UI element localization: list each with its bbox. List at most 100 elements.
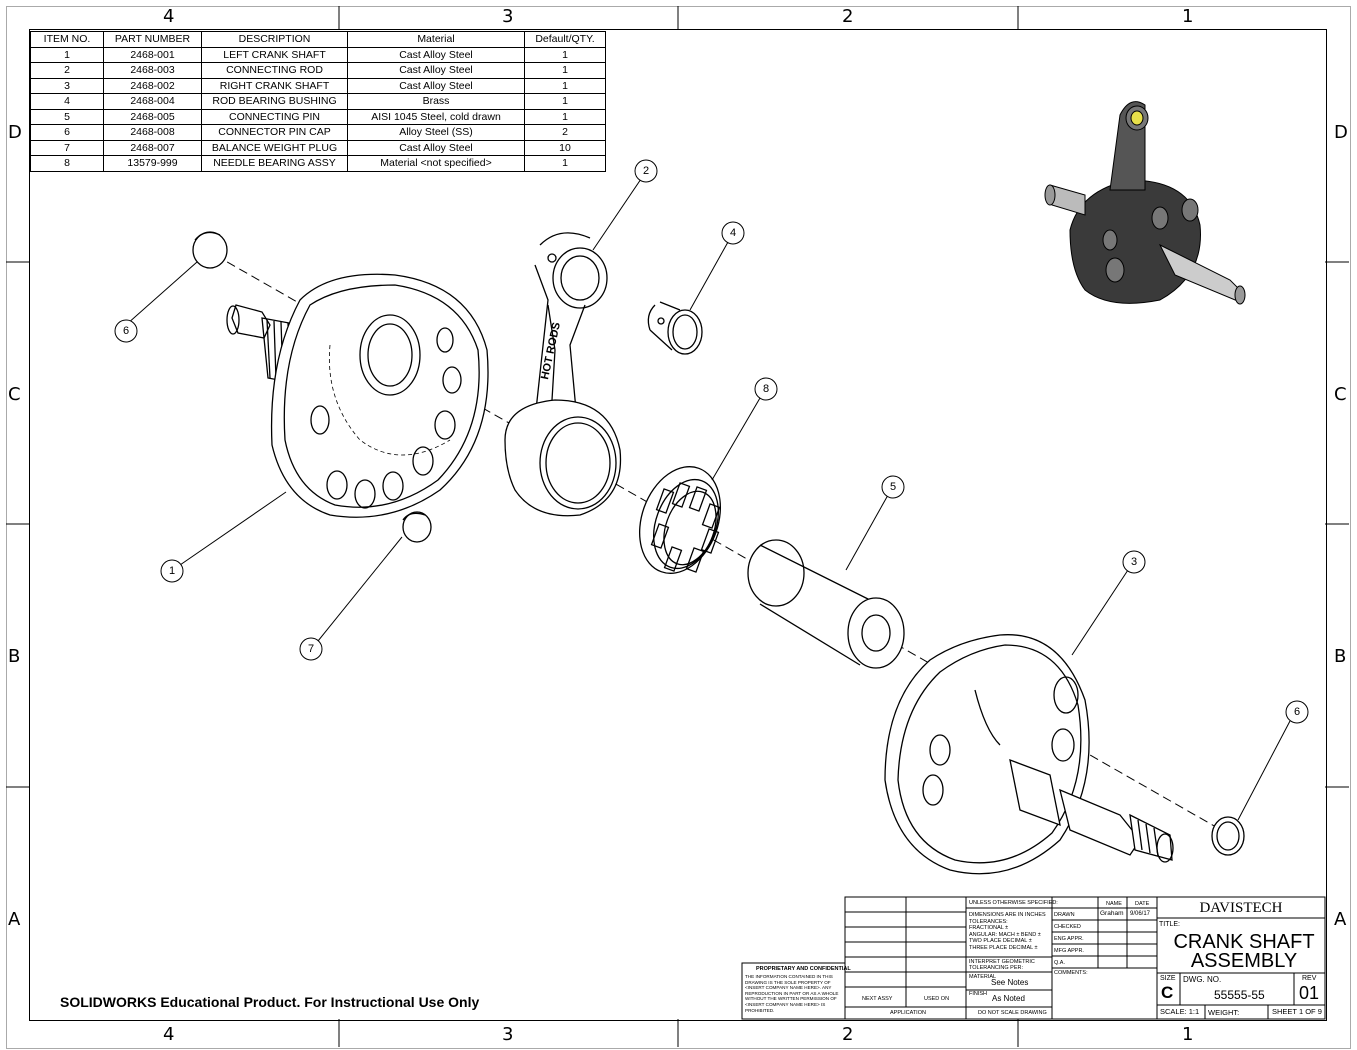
eng-appr-label: ENG APPR.	[1054, 936, 1084, 942]
fractional-tol: FRACTIONAL ±	[969, 925, 1009, 931]
drawing-title-line2: ASSEMBLY	[1190, 950, 1298, 972]
application-label: APPLICATION	[890, 1010, 926, 1016]
bom-cell: Material <not specified>	[347, 155, 525, 172]
material-label: MATERIAL	[969, 974, 997, 980]
balloon-2-label: 2	[642, 165, 650, 177]
bill-of-materials: ITEM NO. PART NUMBER DESCRIPTION Materia…	[30, 31, 606, 172]
next-assy-label: NEXT ASSY	[862, 996, 893, 1002]
zone-row-d-left: D	[8, 122, 22, 143]
bom-cell: 2468-002	[103, 77, 202, 94]
bom-cell: 13579-999	[103, 155, 202, 172]
dims-note: DIMENSIONS ARE IN INCHES	[969, 912, 1046, 918]
zone-col-1-top: 1	[1182, 6, 1194, 27]
balance-weight-plug	[402, 511, 432, 543]
weight-label: WEIGHT:	[1208, 1008, 1240, 1017]
bom-header-qty: Default/QTY.	[524, 31, 606, 48]
checked-label: CHECKED	[1054, 924, 1081, 930]
material-value: See Notes	[991, 978, 1029, 987]
balloon-8-label: 8	[762, 383, 770, 395]
balloon-4-circle	[721, 221, 745, 245]
left-crank-shaft	[226, 273, 489, 518]
right-crank-shaft	[884, 634, 1174, 875]
three-place-tol: THREE PLACE DECIMAL ±	[969, 945, 1038, 951]
tolerances-label: TOLERANCES:	[969, 919, 1008, 925]
bom-cell: BALANCE WEIGHT PLUG	[201, 139, 348, 156]
drawn-label: DRAWN	[1054, 912, 1075, 918]
size-value: C	[1161, 983, 1174, 1002]
finish-label: FINISH	[969, 991, 988, 997]
balloon-2-circle	[634, 159, 658, 183]
needle-bearing-assy	[638, 466, 722, 574]
connecting-rod	[504, 232, 622, 517]
interp-tolerancing: TOLERANCING PER:	[969, 965, 1023, 971]
sheet-value: SHEET 1 OF 9	[1272, 1007, 1322, 1016]
dwg-no-value: 55555-55	[1214, 988, 1265, 1002]
name-header: NAME	[1106, 901, 1122, 907]
date-header: DATE	[1135, 901, 1150, 907]
mfg-appr-label: MFG APPR.	[1054, 948, 1084, 954]
balloon-4-label: 4	[729, 227, 737, 239]
angular-tol: ANGULAR: MACH ± BEND ±	[969, 932, 1041, 938]
zone-col-4-top: 4	[163, 6, 175, 27]
connecting-pin	[747, 539, 905, 669]
drawn-date: 9/06/17	[1130, 911, 1151, 917]
connector-pin-cap-right	[1211, 816, 1245, 856]
zone-col-1-bottom: 1	[1182, 1024, 1194, 1045]
rev-value: 01	[1299, 983, 1320, 1003]
bom-cell: 2468-003	[103, 62, 202, 79]
bom-cell: CONNECTOR PIN CAP	[201, 124, 348, 141]
prop-title: PROPRIETARY AND CONFIDENTIAL	[756, 966, 851, 972]
balloon-5-circle	[881, 475, 905, 499]
bom-header-item: ITEM NO.	[30, 31, 104, 48]
zone-row-b-right: B	[1334, 646, 1347, 667]
no-scale-note: DO NOT SCALE DRAWING	[978, 1010, 1047, 1016]
bom-cell: Cast Alloy Steel	[347, 46, 525, 63]
bom-cell: NEEDLE BEARING ASSY	[201, 155, 348, 172]
bom-cell: CONNECTING PIN	[201, 108, 348, 125]
balloon-6a-circle	[114, 319, 138, 343]
comments-label: COMMENTS:	[1054, 970, 1088, 976]
balloon-7-label: 7	[307, 643, 315, 655]
scale-value: SCALE: 1:1	[1160, 1007, 1200, 1016]
isometric-preview	[1044, 101, 1246, 305]
zone-row-a-left: A	[8, 909, 21, 930]
zone-col-3-top: 3	[502, 6, 514, 27]
rod-bearing-bushing	[647, 301, 703, 355]
bom-cell: 1	[524, 155, 606, 172]
zone-row-c-left: C	[8, 384, 21, 405]
zone-row-d-right: D	[1334, 122, 1348, 143]
rev-label: REV	[1302, 975, 1317, 982]
interp-geometric: INTERPRET GEOMETRIC	[969, 959, 1035, 965]
qa-label: Q.A.	[1054, 960, 1066, 966]
balloon-7-circle	[299, 637, 323, 661]
unless-specified: UNLESS OTHERWISE SPECIFIED:	[969, 900, 1058, 906]
connector-pin-cap-left	[192, 231, 228, 269]
company-name: DAVISTECH	[1199, 900, 1283, 916]
two-place-tol: TWO PLACE DECIMAL ±	[969, 938, 1032, 944]
educational-watermark: SOLIDWORKS Educational Product. For Inst…	[60, 994, 480, 1010]
drawing-title-line1: CRANK SHAFT	[1173, 931, 1315, 953]
balloon-1-label: 1	[168, 565, 176, 577]
zone-col-4-bottom: 4	[163, 1024, 175, 1045]
balloon-8-circle	[754, 377, 778, 401]
title-label: TITLE:	[1159, 921, 1181, 928]
zone-row-a-right: A	[1334, 909, 1347, 930]
balloon-6a-label: 6	[122, 325, 130, 337]
drawn-name: Graham	[1100, 910, 1124, 917]
balloon-6b-label: 6	[1293, 706, 1301, 718]
balloon-5-label: 5	[889, 481, 897, 493]
dwg-no-label: DWG. NO.	[1183, 975, 1222, 984]
zone-row-b-left: B	[8, 646, 21, 667]
zone-col-2-bottom: 2	[842, 1024, 854, 1045]
bom-cell: LEFT CRANK SHAFT	[201, 46, 348, 63]
prop-text: THE INFORMATION CONTAINED IN THIS DRAWIN…	[745, 974, 839, 1013]
balloon-1-circle	[160, 559, 184, 583]
bom-header-part: PART NUMBER	[103, 31, 202, 48]
zone-col-3-bottom: 3	[502, 1024, 514, 1045]
